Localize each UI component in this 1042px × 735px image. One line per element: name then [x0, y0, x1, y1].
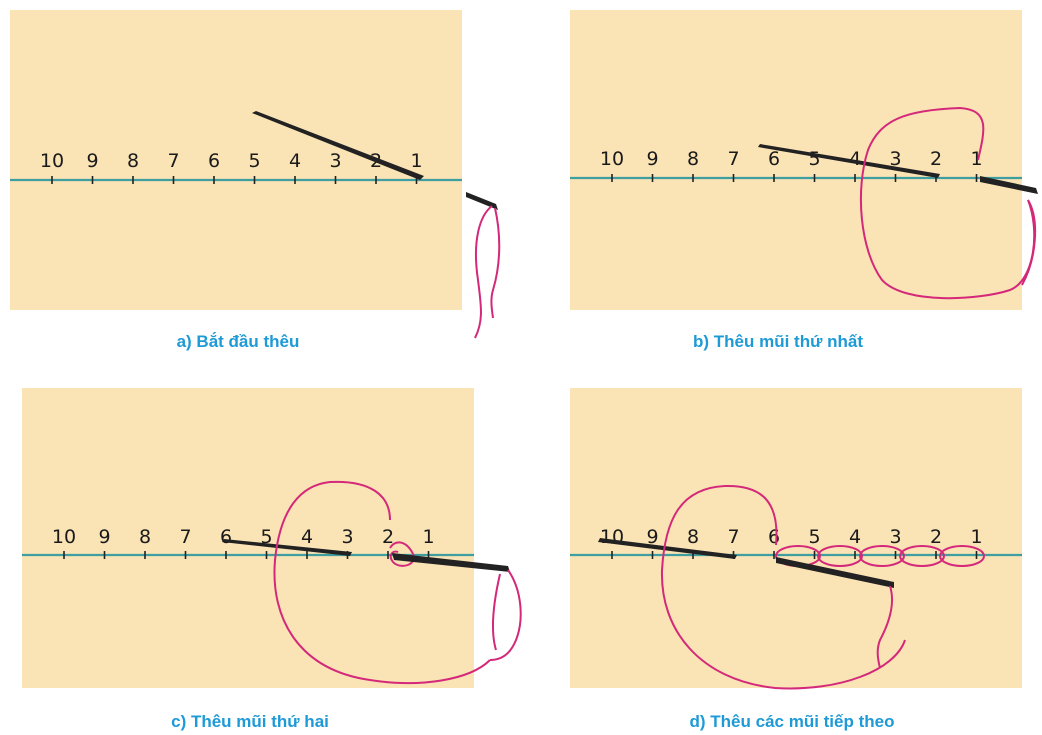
- stitch-number: 6: [208, 150, 220, 172]
- needle-a: [252, 111, 424, 180]
- stitch-number: 6: [768, 148, 780, 170]
- stitch-number: 2: [382, 526, 394, 548]
- stitch-number: 7: [179, 526, 191, 548]
- stitch-number: 6: [220, 526, 232, 548]
- stitch-number: 5: [808, 148, 820, 170]
- stitch-thread-b: [758, 144, 940, 178]
- thread-c-3: [492, 573, 501, 651]
- stitch-number: 8: [687, 526, 699, 548]
- thread-loop-d: [660, 484, 906, 690]
- needle-eye-a: [466, 192, 498, 210]
- chain-stitches-d: [775, 545, 985, 567]
- stitch-number: 8: [139, 526, 151, 548]
- stitch-number: 7: [167, 150, 179, 172]
- thread-loop-b: [859, 106, 1036, 300]
- fabric-d: [570, 388, 1022, 688]
- stitch-number: 6: [768, 526, 780, 548]
- stitch-number: 7: [727, 526, 739, 548]
- stitch-number: 10: [600, 148, 624, 170]
- panel-c: 10 9 8 7 6 5 4 3 2 1 c) Thêu mũi thứ hai: [22, 388, 522, 731]
- fabric-a: [10, 10, 462, 310]
- caption-b: b) Thêu mũi thứ nhất: [693, 332, 863, 351]
- stitch-number: 2: [930, 526, 942, 548]
- stitch-number: 4: [301, 526, 313, 548]
- stitch-number: 1: [410, 150, 422, 172]
- caption-c: c) Thêu mũi thứ hai: [171, 712, 329, 731]
- needle-c: [392, 553, 510, 572]
- stitch-number: 10: [52, 526, 76, 548]
- stitch-thread-d: [598, 538, 737, 559]
- stitch-number: 5: [248, 150, 260, 172]
- stitch-number: 9: [646, 526, 658, 548]
- caption-a: a) Bắt đầu thêu: [177, 332, 300, 351]
- stitch-number: 4: [289, 150, 301, 172]
- needle-b: [980, 176, 1038, 194]
- stitch-number: 5: [260, 526, 272, 548]
- thread-d-2: [876, 585, 894, 669]
- thread-a-2: [490, 207, 501, 319]
- needle-d: [776, 557, 894, 588]
- stitch-number: 5: [808, 526, 820, 548]
- stitch-number: 4: [849, 526, 861, 548]
- numbers-c: 10 9 8 7 6 5 4 3 2 1: [52, 526, 435, 548]
- thread-small-loop-c: [389, 541, 415, 567]
- stitch-number: 8: [127, 150, 139, 172]
- stitch-number: 9: [86, 150, 98, 172]
- thread-b-2: [1021, 199, 1037, 286]
- stitch-number: 7: [727, 148, 739, 170]
- stitch-thread-c: [222, 539, 352, 556]
- caption-d: d) Thêu các mũi tiếp theo: [690, 712, 895, 731]
- stitch-number: 3: [329, 150, 341, 172]
- thread-loop-c: [273, 480, 491, 685]
- stitch-number: 3: [341, 526, 353, 548]
- stitch-number: 9: [98, 526, 110, 548]
- stitch-number: 3: [889, 526, 901, 548]
- stitch-number: 1: [422, 526, 434, 548]
- fabric-b: [570, 10, 1022, 310]
- stitch-number: 9: [646, 148, 658, 170]
- fabric-c: [22, 388, 474, 688]
- stitch-number: 1: [970, 526, 982, 548]
- stitch-number: 3: [889, 148, 901, 170]
- stitch-number: 8: [687, 148, 699, 170]
- stitch-number: 4: [849, 148, 861, 170]
- thread-c-2: [489, 569, 522, 661]
- stitch-number: 10: [40, 150, 64, 172]
- thread-a: [474, 205, 493, 339]
- stitch-number: 2: [930, 148, 942, 170]
